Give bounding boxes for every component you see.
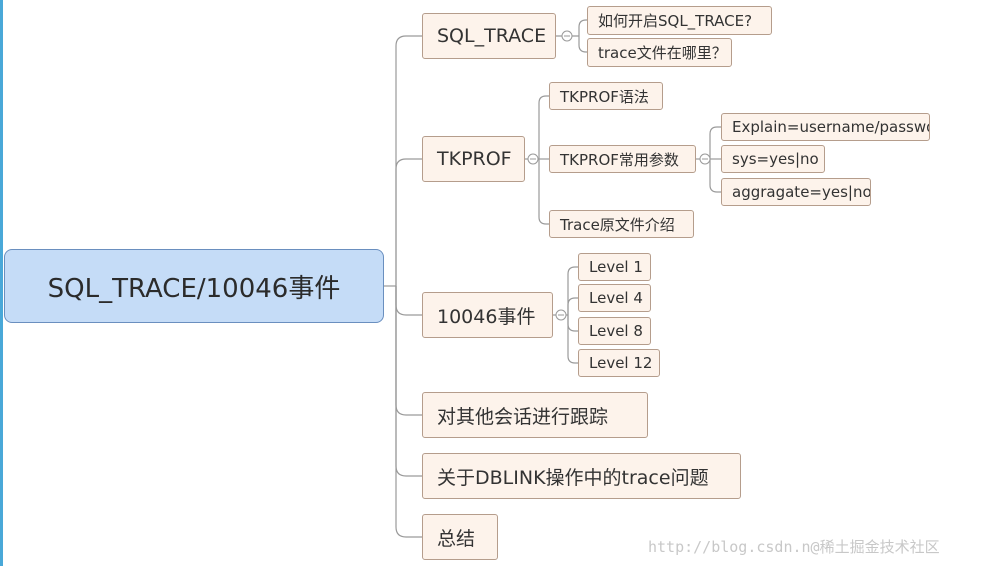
connector-main-tkprof bbox=[395, 158, 422, 286]
param-sys-label: sys=yes|no bbox=[732, 150, 819, 168]
connector-10046-child-4 bbox=[567, 315, 578, 364]
topic-summary[interactable]: 总结 bbox=[422, 514, 498, 560]
collapse-toggle-tkprof-params[interactable] bbox=[699, 153, 711, 165]
connector-10046-child-3 bbox=[567, 315, 578, 332]
root-topic[interactable]: SQL_TRACE/10046事件 bbox=[4, 249, 384, 323]
subtopic-enable-sql-trace[interactable]: 如何开启SQL_TRACE? bbox=[587, 6, 772, 35]
connector-main-sql-trace bbox=[395, 35, 422, 286]
topic-other-session-trace[interactable]: 对其他会话进行跟踪 bbox=[422, 392, 648, 438]
level-8[interactable]: Level 8 bbox=[578, 317, 651, 345]
level-4[interactable]: Level 4 bbox=[578, 284, 651, 312]
param-sys[interactable]: sys=yes|no bbox=[721, 145, 825, 173]
level-4-label: Level 4 bbox=[589, 289, 643, 307]
subtopic-trace-file-location-label: trace文件在哪里？ bbox=[598, 44, 727, 62]
topic-summary-label: 总结 bbox=[437, 527, 476, 550]
connector-main-10046 bbox=[395, 286, 422, 316]
param-aggragate-label: aggragate=yes|no bbox=[732, 183, 871, 201]
param-explain[interactable]: Explain=username/passwd bbox=[721, 113, 930, 141]
subtopic-tkprof-params-label: TKPROF常用参数 bbox=[560, 150, 679, 169]
topic-other-session-trace-label: 对其他会话进行跟踪 bbox=[437, 405, 609, 428]
topic-sql-trace-label: SQL_TRACE bbox=[437, 25, 547, 47]
subtopic-tkprof-syntax-label: TKPROF语法 bbox=[560, 87, 649, 106]
level-1-label: Level 1 bbox=[589, 258, 643, 276]
connector-sql-trace-child-2 bbox=[578, 36, 587, 53]
subtopic-trace-file-location[interactable]: trace文件在哪里？ bbox=[587, 38, 732, 67]
connector-sql-trace-child-1 bbox=[578, 19, 587, 36]
topic-10046-event-label: 10046事件 bbox=[437, 305, 536, 328]
topic-10046-event[interactable]: 10046事件 bbox=[422, 292, 553, 338]
topic-dblink-trace-label: 关于DBLINK操作中的trace问题 bbox=[437, 466, 709, 489]
connector-tkprof-child-1 bbox=[538, 95, 549, 159]
root-topic-label: SQL_TRACE/10046事件 bbox=[47, 273, 341, 304]
connector-10046-child-1 bbox=[567, 266, 578, 315]
param-explain-label: Explain=username/passwd bbox=[732, 118, 930, 136]
connector-params-child-3 bbox=[709, 159, 721, 193]
topic-tkprof-label: TKPROF bbox=[437, 148, 512, 170]
connector-main-summary bbox=[395, 286, 422, 538]
subtopic-trace-file-intro[interactable]: Trace原文件介绍 bbox=[549, 210, 694, 238]
collapse-toggle-10046[interactable] bbox=[555, 309, 567, 321]
level-12[interactable]: Level 12 bbox=[578, 349, 660, 377]
level-1[interactable]: Level 1 bbox=[578, 253, 651, 281]
subtopic-tkprof-params[interactable]: TKPROF常用参数 bbox=[549, 145, 696, 173]
subtopic-tkprof-syntax[interactable]: TKPROF语法 bbox=[549, 82, 663, 110]
param-aggragate[interactable]: aggragate=yes|no bbox=[721, 178, 871, 206]
connector-main-other-session bbox=[395, 286, 422, 416]
connector-params-child-1 bbox=[709, 126, 721, 159]
topic-tkprof[interactable]: TKPROF bbox=[422, 136, 525, 182]
connector-10046-child-2 bbox=[567, 297, 578, 315]
collapse-toggle-tkprof[interactable] bbox=[527, 153, 539, 165]
left-edge-bar bbox=[0, 0, 3, 566]
topic-dblink-trace[interactable]: 关于DBLINK操作中的trace问题 bbox=[422, 453, 741, 499]
watermark: http://blog.csdn.n@稀土掘金技术社区 bbox=[648, 538, 940, 556]
connector-tkprof-child-3 bbox=[538, 159, 549, 225]
subtopic-trace-file-intro-label: Trace原文件介绍 bbox=[560, 215, 675, 234]
subtopic-enable-sql-trace-label: 如何开启SQL_TRACE? bbox=[598, 12, 753, 30]
collapse-toggle-sql-trace[interactable] bbox=[561, 30, 573, 42]
level-12-label: Level 12 bbox=[589, 354, 653, 372]
level-8-label: Level 8 bbox=[589, 322, 643, 340]
topic-sql-trace[interactable]: SQL_TRACE bbox=[422, 13, 556, 59]
